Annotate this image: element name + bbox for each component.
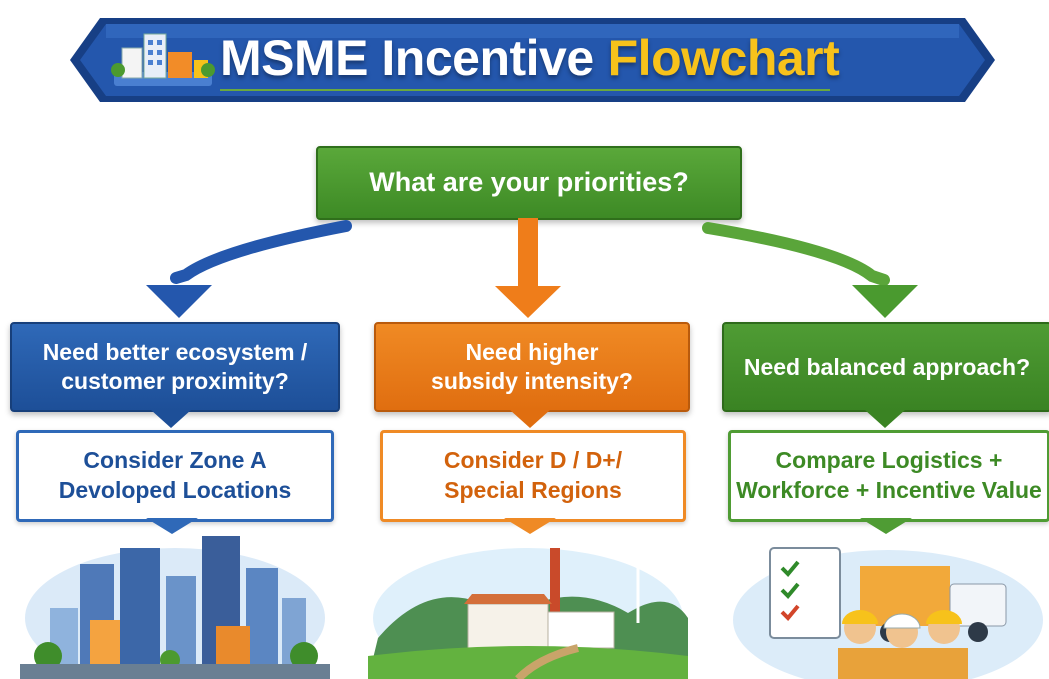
- arrow-left: [170, 220, 352, 284]
- recommendation-box-zone-a: Consider Zone A Devoloped Locations: [16, 430, 334, 522]
- question-balanced-line1: Need balanced approach?: [743, 353, 1031, 380]
- wedge-orange: [504, 518, 556, 534]
- recommendation-compare-line2: Workforce + Incentive Value: [736, 477, 1042, 503]
- question-box-subsidy: Need higher subsidy intensity?: [374, 322, 690, 412]
- connector-orange: [510, 410, 550, 428]
- arrow-right-head: [852, 285, 918, 318]
- logistics-workforce-illustration: [730, 528, 1046, 679]
- connector-green: [865, 410, 905, 428]
- title-text-highlight: Flowchart: [607, 30, 840, 86]
- city-buildings-icon: [108, 26, 218, 94]
- recommendation-special-line1: Consider D / D+/: [443, 447, 623, 474]
- wedge-green: [860, 518, 912, 534]
- recommendation-box-compare: Compare Logistics + Workforce + Incentiv…: [728, 430, 1049, 522]
- wedge-blue: [146, 518, 198, 534]
- question-subsidy-line2: subsidy intensity?: [431, 368, 633, 394]
- recommendation-box-special-regions: Consider D / D+/ Special Regions: [380, 430, 686, 522]
- question-box-balanced: Need balanced approach?: [722, 322, 1049, 412]
- root-question-text: What are your priorities?: [369, 167, 689, 198]
- arrow-left-head: [146, 285, 212, 318]
- flow-arrows: [146, 218, 918, 318]
- recommendation-zone-a-line2: Devoloped Locations: [58, 477, 292, 503]
- question-ecosystem-line2: customer proximity?: [61, 368, 289, 394]
- city-skyline-illustration: [20, 528, 330, 679]
- question-box-ecosystem: Need better ecosystem / customer proximi…: [10, 322, 340, 412]
- connector-blue: [151, 410, 191, 428]
- rural-factory-illustration: [368, 528, 688, 679]
- page-title: MSME Incentive Flowchart: [220, 26, 840, 90]
- question-subsidy-line1: Need higher: [465, 339, 599, 366]
- arrow-right: [702, 222, 890, 286]
- recommendation-special-line2: Special Regions: [444, 477, 622, 503]
- title-banner: MSME Incentive Flowchart: [70, 10, 995, 110]
- banner-ribbon: [70, 18, 995, 102]
- arrow-center: [518, 218, 538, 288]
- title-text-main: MSME Incentive: [220, 30, 594, 86]
- recommendation-compare-line1: Compare Logistics +: [775, 447, 1003, 474]
- question-ecosystem-line1: Need better ecosystem /: [42, 339, 308, 366]
- recommendation-zone-a-line1: Consider Zone A: [83, 447, 267, 474]
- arrow-center-head: [495, 286, 561, 318]
